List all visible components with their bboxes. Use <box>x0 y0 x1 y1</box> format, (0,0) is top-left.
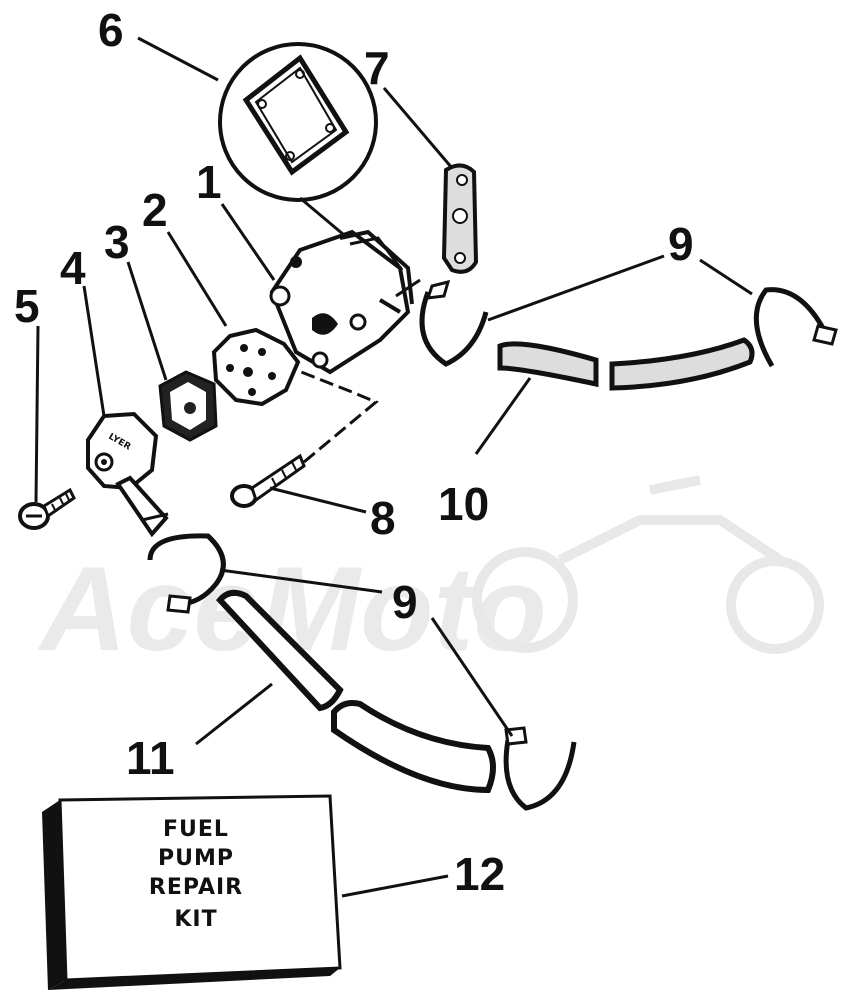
watermark-motorcycle-icon <box>472 475 824 654</box>
part-3-gasket <box>158 370 218 442</box>
part-7-bracket <box>441 163 479 274</box>
callout-7: 7 <box>364 42 390 94</box>
part-5-screw <box>18 487 76 530</box>
kit-line-1: FUEL <box>163 817 229 842</box>
callout-12: 12 <box>454 848 505 900</box>
kit-line-4: KIT <box>174 907 217 932</box>
part-4-cover: LYER <box>86 411 169 538</box>
callout-4: 4 <box>60 242 86 294</box>
callout-1: 1 <box>196 156 222 208</box>
part-10-hose <box>497 337 755 391</box>
callout-8: 8 <box>370 492 396 544</box>
callout-9-middle: 9 <box>392 576 418 628</box>
part-9-clip-upper-right <box>753 287 838 368</box>
part-8-long-screw <box>230 368 379 508</box>
callout-3: 3 <box>104 216 130 268</box>
part-1-pump-body <box>269 229 421 375</box>
kit-line-2: PUMP <box>158 846 234 871</box>
part-9-clip-middle <box>147 533 226 614</box>
part-9-clip-lower <box>503 726 577 811</box>
callout-2: 2 <box>142 184 168 236</box>
leader-lines <box>34 36 753 898</box>
part-9-clip-upper-left <box>419 279 489 367</box>
callout-10: 10 <box>438 478 489 530</box>
part-6-gasket-detail <box>218 42 378 242</box>
callout-9-upper: 9 <box>668 218 694 270</box>
part-12-repair-kit-box: FUEL PUMP REPAIR KIT <box>42 794 342 990</box>
part-2-diaphragm <box>211 327 301 407</box>
callout-numbers: 6 7 1 2 3 4 5 8 9 10 9 11 12 <box>14 4 694 900</box>
callout-6: 6 <box>98 4 124 56</box>
part-11-hose <box>216 589 496 794</box>
kit-line-3: REPAIR <box>149 875 243 900</box>
callout-11: 11 <box>126 732 175 784</box>
callout-5: 5 <box>14 280 40 332</box>
